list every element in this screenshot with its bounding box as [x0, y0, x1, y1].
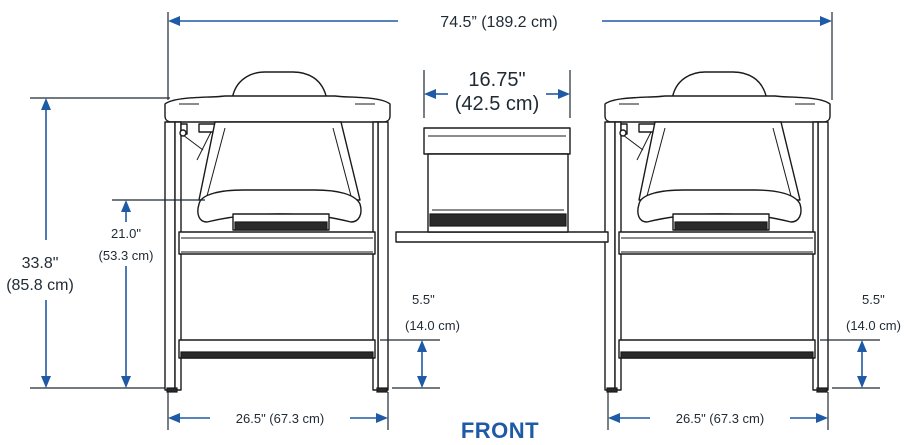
- clearance-left-cm: (14.0 cm): [405, 318, 460, 333]
- seat-height-cm: (53.3 cm): [99, 248, 154, 263]
- total-height-inches: 33.8": [22, 255, 59, 272]
- cabinet-width-inches: 16.75": [468, 69, 525, 91]
- clearance-right-cm: (14.0 cm): [846, 318, 901, 333]
- clearance-right-inches: 5.5": [862, 292, 885, 307]
- chair-right-width-label: 26.5" (67.3 cm): [676, 411, 764, 426]
- front-view-label: FRONT: [461, 418, 539, 443]
- seat-height-inches: 21.0": [111, 226, 141, 241]
- cabinet-width-cm: (42.5 cm): [455, 93, 539, 115]
- chair-left-width-label: 26.5" (67.3 cm): [236, 411, 324, 426]
- clearance-left-inches: 5.5": [412, 292, 435, 307]
- total-height-cm: (85.8 cm): [6, 277, 74, 294]
- overall-width-label: 74.5” (189.2 cm): [440, 14, 557, 31]
